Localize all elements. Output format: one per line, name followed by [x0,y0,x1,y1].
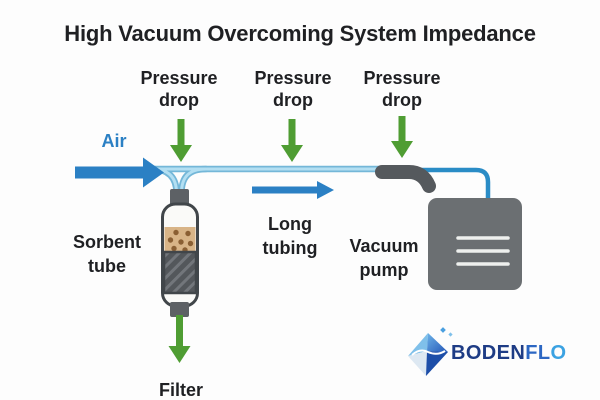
logo-sparkle-1 [440,327,446,333]
arrow-stem [288,119,296,147]
bodenflo-logo: BODENFLO [408,327,566,376]
air-label: Air [101,131,126,151]
arrow-stem [398,116,406,143]
sorbent-tube [161,189,199,317]
logo-facet-top-right [427,333,448,352]
packed-section [162,250,198,295]
air-flow-arrow-icon [75,157,164,188]
bodenflo-logo-icon [408,327,453,376]
logo-wave [411,349,446,356]
pressure-drop-3-line1: Pressure [363,68,440,88]
tube-top-fitting [170,189,189,206]
vacuum-pump-line2: pump [360,260,409,280]
filter-arrow-down-icon [168,315,191,363]
pressure-arrow-down-icon-3 [391,116,413,158]
long-tubing-label: Long tubing [263,214,318,258]
pressure-drop-label-3: Pressure drop [363,68,440,110]
sorbent-label-line1: Sorbent [73,232,141,252]
pressure-drop-3-line2: drop [382,90,422,110]
elbow-fitting [375,165,436,193]
long-tubing-flow-arrow-icon [252,181,334,199]
bodenflo-wordmark: BODENFLO [451,342,566,364]
logo-text-fl: FL [525,342,550,364]
logo-facet-bottom-right [426,351,448,376]
arrow-stem [176,315,183,348]
vacuum-pump-line1: Vacuum [349,236,418,256]
sorbent-label-line2: tube [88,256,126,276]
tube-bottom-fitting [170,302,189,317]
vacuum-pump-label: Vacuum pump [349,236,418,280]
arrow-head [281,145,303,162]
pressure-drop-1-line2: drop [159,90,199,110]
pump-inlet-tubing [408,167,491,201]
pressure-drop-2-line2: drop [273,90,313,110]
pressure-arrow-down-icon-2 [281,119,303,162]
pressure-drop-label-2: Pressure drop [254,68,331,110]
logo-text-boden: BODEN [451,342,525,364]
vacuum-pump [428,198,522,290]
pump-vent-lines [456,236,510,266]
pressure-drop-1-line1: Pressure [140,68,217,88]
arrow-stem [177,119,185,147]
logo-facet-bottom-left [408,351,427,376]
arrow-head [170,145,192,162]
filter-label: Filter [159,380,203,400]
pressure-drop-2-line1: Pressure [254,68,331,88]
long-tubing-line1: Long [268,214,312,234]
logo-text-o: O [550,342,566,364]
pressure-arrow-down-icon-1 [170,119,192,162]
pressure-drop-label-1: Pressure drop [140,68,217,110]
page-title: High Vacuum Overcoming System Impedance [64,21,535,46]
arrow-head [391,141,413,158]
arrow-head [168,346,191,363]
sorbent-tube-label: Sorbent tube [73,232,141,276]
pump-body [428,198,522,290]
logo-sparkle-2 [448,332,453,337]
long-tubing-line2: tubing [263,238,318,258]
